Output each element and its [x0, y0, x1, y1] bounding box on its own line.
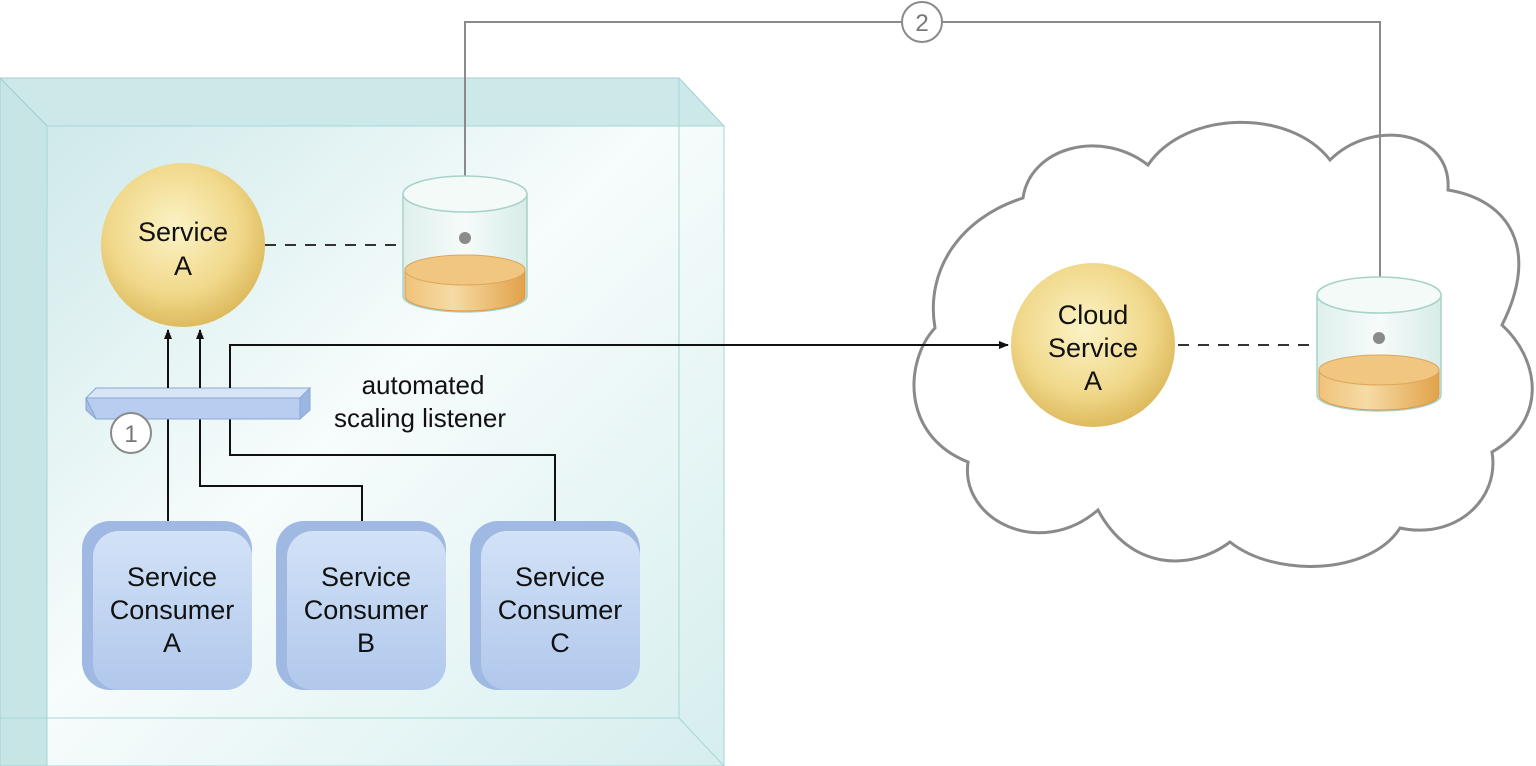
service-a-label-line1: Service	[138, 217, 228, 247]
automated-scaling-listener[interactable]	[84, 386, 312, 421]
listener-label-line2: scaling listener	[334, 403, 506, 433]
consumer-a-line2: Consumer	[110, 595, 235, 625]
consumer-c-line1: Service	[515, 562, 605, 592]
service-consumer-a[interactable]: Service Consumer A	[82, 521, 252, 690]
cloud-service-a[interactable]: Cloud Service A	[1011, 263, 1175, 427]
cloud-service-label-line3: A	[1084, 366, 1102, 396]
consumer-a-line1: Service	[127, 562, 217, 592]
listener-to-service-arrows	[164, 329, 204, 388]
service-consumer-b[interactable]: Service Consumer B	[276, 521, 446, 690]
consumer-b-line1: Service	[321, 562, 411, 592]
consumer-b-line2: Consumer	[304, 595, 429, 625]
step-marker-1-label: 1	[124, 421, 137, 448]
cloud-service-label-line1: Cloud	[1058, 300, 1129, 330]
step-marker-2-label: 2	[915, 10, 928, 37]
service-a[interactable]: Service A	[101, 163, 265, 327]
consumer-b-line3: B	[357, 628, 375, 658]
step-marker-2: 2	[901, 1, 943, 43]
cloud-service-label-line2: Service	[1048, 333, 1138, 363]
cloud-storage-endpoint	[1373, 332, 1385, 344]
listener-to-cloud-arrow	[229, 341, 1009, 388]
service-a-label-line2: A	[174, 251, 192, 281]
consumer-c-line2: Consumer	[498, 595, 623, 625]
service-consumer-c[interactable]: Service Consumer C	[470, 521, 640, 690]
cloud-storage	[1316, 276, 1442, 412]
listener-label-line1: automated	[362, 370, 485, 400]
consumer-a-line3: A	[163, 628, 181, 658]
local-storage	[402, 175, 528, 313]
local-storage-endpoint	[459, 232, 471, 244]
consumer-c-line3: C	[550, 628, 570, 658]
step-marker-1: 1	[110, 412, 152, 454]
